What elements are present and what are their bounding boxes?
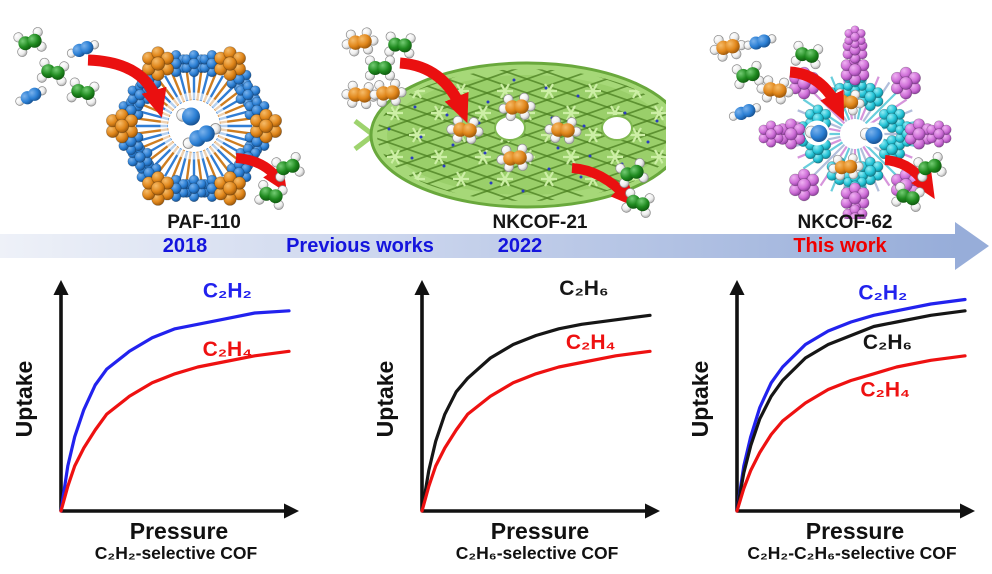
c2h6-molecule-icon xyxy=(496,143,534,173)
c2h2-molecule-icon xyxy=(728,103,762,121)
isotherm-curve xyxy=(420,349,652,513)
sphere-cluster-icon xyxy=(844,25,866,49)
c2h6-molecule-icon xyxy=(446,115,484,145)
y-axis-label: Uptake xyxy=(377,361,398,438)
y-axis-label: Uptake xyxy=(16,361,37,438)
sphere-cluster-icon xyxy=(878,104,906,133)
nkcof62-structure-illustration xyxy=(660,14,992,232)
timeline-arrowhead-icon xyxy=(955,222,989,270)
sphere-cluster-icon xyxy=(249,108,283,144)
c2h6-molecule-icon xyxy=(828,153,864,181)
series-label: C₂H₆ xyxy=(559,277,608,300)
c2h6-molecule-icon xyxy=(756,75,794,105)
c2h4-molecule-icon xyxy=(731,60,765,90)
pore-opening xyxy=(601,115,633,141)
sphere-cluster-icon xyxy=(105,108,139,144)
red-flow-arrow-icon xyxy=(571,163,637,208)
paf110-svg xyxy=(13,27,305,210)
c2h4-molecule-icon xyxy=(913,152,947,182)
sphere-cluster-icon xyxy=(840,54,870,86)
isotherm-curve xyxy=(59,349,291,513)
sphere-cluster-icon xyxy=(926,120,952,148)
sphere-cluster-icon xyxy=(141,170,175,206)
timeline-previous-works: Previous works xyxy=(286,235,434,257)
timeline-arrow-band xyxy=(0,234,956,258)
sphere-cluster-icon xyxy=(840,182,870,214)
red-flow-arrow-icon xyxy=(789,66,845,121)
y-axis-label: Uptake xyxy=(692,361,713,438)
timeline-year-2022: 2022 xyxy=(497,235,543,257)
sphere-cluster-icon xyxy=(235,81,261,109)
isotherm-curve xyxy=(735,309,967,513)
isotherm-curve xyxy=(735,354,967,513)
c2h2-endon-molecule-icon xyxy=(804,124,828,143)
c2h4-molecule-icon xyxy=(271,152,305,182)
red-flow-arrow-icon xyxy=(87,54,167,118)
series-label: C₂H₂ xyxy=(203,279,252,302)
material-label-paf110: PAF-110 xyxy=(167,212,241,233)
c2h6-molecule-icon xyxy=(341,80,379,110)
c2h6-molecule-icon xyxy=(369,78,407,108)
red-flow-arrow-icon xyxy=(399,57,469,124)
c2h6-molecule-icon xyxy=(544,115,582,145)
series-label: C₂H₄ xyxy=(860,378,910,401)
nkcof21-structure-illustration xyxy=(336,22,701,222)
nkcof21-svg xyxy=(341,27,701,218)
isotherm-curve xyxy=(59,309,291,513)
c2h2-molecule-icon xyxy=(182,123,222,149)
x-axis-label: Pressure xyxy=(806,518,904,544)
c2h2-molecule-icon xyxy=(743,34,777,50)
nkcof62-svg xyxy=(709,25,952,232)
timeline-this-work: This work xyxy=(793,235,887,257)
c2h4-molecule-icon xyxy=(891,182,925,212)
c2h4-molecule-icon xyxy=(13,27,47,57)
c2h2-molecule-icon xyxy=(66,40,100,58)
chart-caption: C₂H₂-C₂H₆-selective COF xyxy=(747,543,957,563)
sphere-cluster-icon xyxy=(127,143,153,171)
material-label-nkcof62: NKCOF-62 xyxy=(797,212,893,233)
isotherm-curve xyxy=(735,297,967,513)
sphere-cluster-icon xyxy=(213,46,247,82)
c2h4-molecule-icon xyxy=(621,188,655,218)
series-label: C₂H₂ xyxy=(858,282,907,305)
c2h4-molecule-icon xyxy=(790,40,824,70)
chart-caption: C₂H₆-selective COF xyxy=(456,543,619,563)
c2h2-endon-molecule-icon xyxy=(859,126,883,145)
sphere-cluster-icon xyxy=(213,170,247,206)
series-label: C₂H₄ xyxy=(566,331,616,354)
c2h4-molecule-icon xyxy=(615,158,649,188)
sphere-cluster-icon xyxy=(758,120,784,148)
c2h4-molecule-icon xyxy=(364,55,396,81)
red-flow-arrow-icon xyxy=(884,155,935,200)
x-axis-label: Pressure xyxy=(491,518,589,544)
c2h4-molecule-icon xyxy=(36,57,70,87)
c2h6-molecule-icon xyxy=(341,27,379,57)
x-axis-label: Pressure xyxy=(130,518,228,544)
chart-caption: C₂H₂-selective COF xyxy=(95,543,258,563)
series-label: C₂H₆ xyxy=(863,331,912,354)
series-label: C₂H₄ xyxy=(203,338,253,361)
c2h2-molecule-icon xyxy=(15,86,47,106)
sphere-cluster-icon xyxy=(789,168,820,202)
sphere-cluster-icon xyxy=(141,46,175,82)
sphere-cluster-icon xyxy=(878,135,906,164)
c2h6-molecule-icon xyxy=(709,32,747,62)
c2h4-molecule-icon xyxy=(384,31,416,59)
paf110-structure-illustration xyxy=(8,12,320,220)
sphere-cluster-icon xyxy=(890,66,921,100)
c2h2-endon-molecule-icon xyxy=(176,107,200,126)
timeline-year-2018: 2018 xyxy=(162,235,208,257)
isotherm-curve xyxy=(420,313,652,513)
c2h4-molecule-icon xyxy=(254,180,288,210)
c2h4-molecule-icon xyxy=(66,77,100,107)
c2h6-molecule-icon xyxy=(498,92,536,122)
material-label-nkcof21: NKCOF-21 xyxy=(492,212,588,233)
